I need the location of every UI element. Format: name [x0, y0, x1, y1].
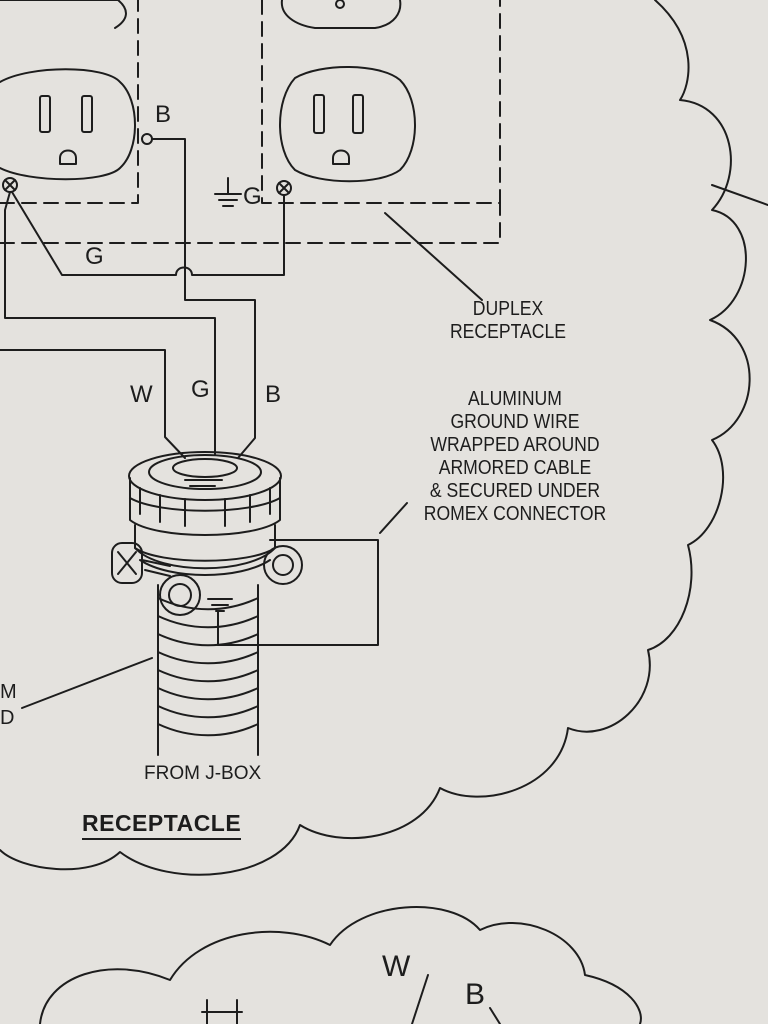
- outlet-right: [279, 0, 416, 183]
- callout-line: ARMORED CABLE: [438, 457, 592, 479]
- armored-cable: [157, 584, 259, 756]
- terminal-right-ground: [276, 180, 292, 196]
- leader-aluminum: [379, 502, 408, 534]
- bottom-fragment: [201, 974, 501, 1024]
- label-bottom-w: W: [382, 950, 411, 983]
- terminal-left-ground: [2, 177, 18, 193]
- label-b-terminal: B: [155, 101, 172, 128]
- callout-line: & SECURED UNDER: [429, 480, 601, 502]
- label-from-jbox: FROM J-BOX: [144, 763, 262, 784]
- ground-symbol-connector: [207, 598, 233, 612]
- callout-line: ROMEX CONNECTOR: [423, 503, 607, 525]
- leader-duplex: [384, 212, 483, 301]
- clamp-screw-left: [111, 542, 201, 616]
- callout-line: RECEPTACLE: [449, 321, 567, 343]
- label-g-terminal: G: [243, 183, 262, 210]
- label-g-jumper: G: [85, 243, 104, 270]
- leader-left: [21, 657, 153, 709]
- receptacle-boxes: [0, 0, 501, 244]
- label-w-wire: W: [130, 381, 153, 408]
- label-cut-left-1: M: [0, 681, 17, 703]
- clamp-screw-right: [263, 545, 303, 585]
- diagram-title: RECEPTACLE: [82, 812, 242, 840]
- outlet-left: [0, 0, 136, 181]
- label-cut-left-2: D: [0, 707, 15, 729]
- callout-line: DUPLEX: [472, 298, 544, 320]
- callout-line: ALUMINUM: [468, 388, 562, 410]
- label-g-wire: G: [191, 376, 210, 403]
- terminal-black: [141, 133, 153, 145]
- callout-aluminum-ground: ALUMINUM GROUND WIRE WRAPPED AROUND ARMO…: [414, 388, 616, 526]
- wire-aluminum-ground: [217, 539, 379, 646]
- callout-line: WRAPPED AROUND: [430, 434, 600, 456]
- ground-symbol-top: [214, 177, 242, 207]
- romex-connector: [128, 451, 282, 576]
- callout-duplex-receptacle: DUPLEX RECEPTACLE: [446, 298, 569, 344]
- label-b-wire: B: [265, 381, 282, 408]
- wire-ground: [4, 191, 216, 456]
- cloud-outline-top: [0, 0, 751, 876]
- wire-white: [0, 349, 186, 459]
- cloud-outline-bottom: [39, 906, 642, 1024]
- callout-line: GROUND WIRE: [450, 411, 580, 433]
- label-bottom-b: B: [465, 978, 486, 1011]
- wire-black: [151, 138, 256, 459]
- cloud-connector-line: [711, 184, 768, 206]
